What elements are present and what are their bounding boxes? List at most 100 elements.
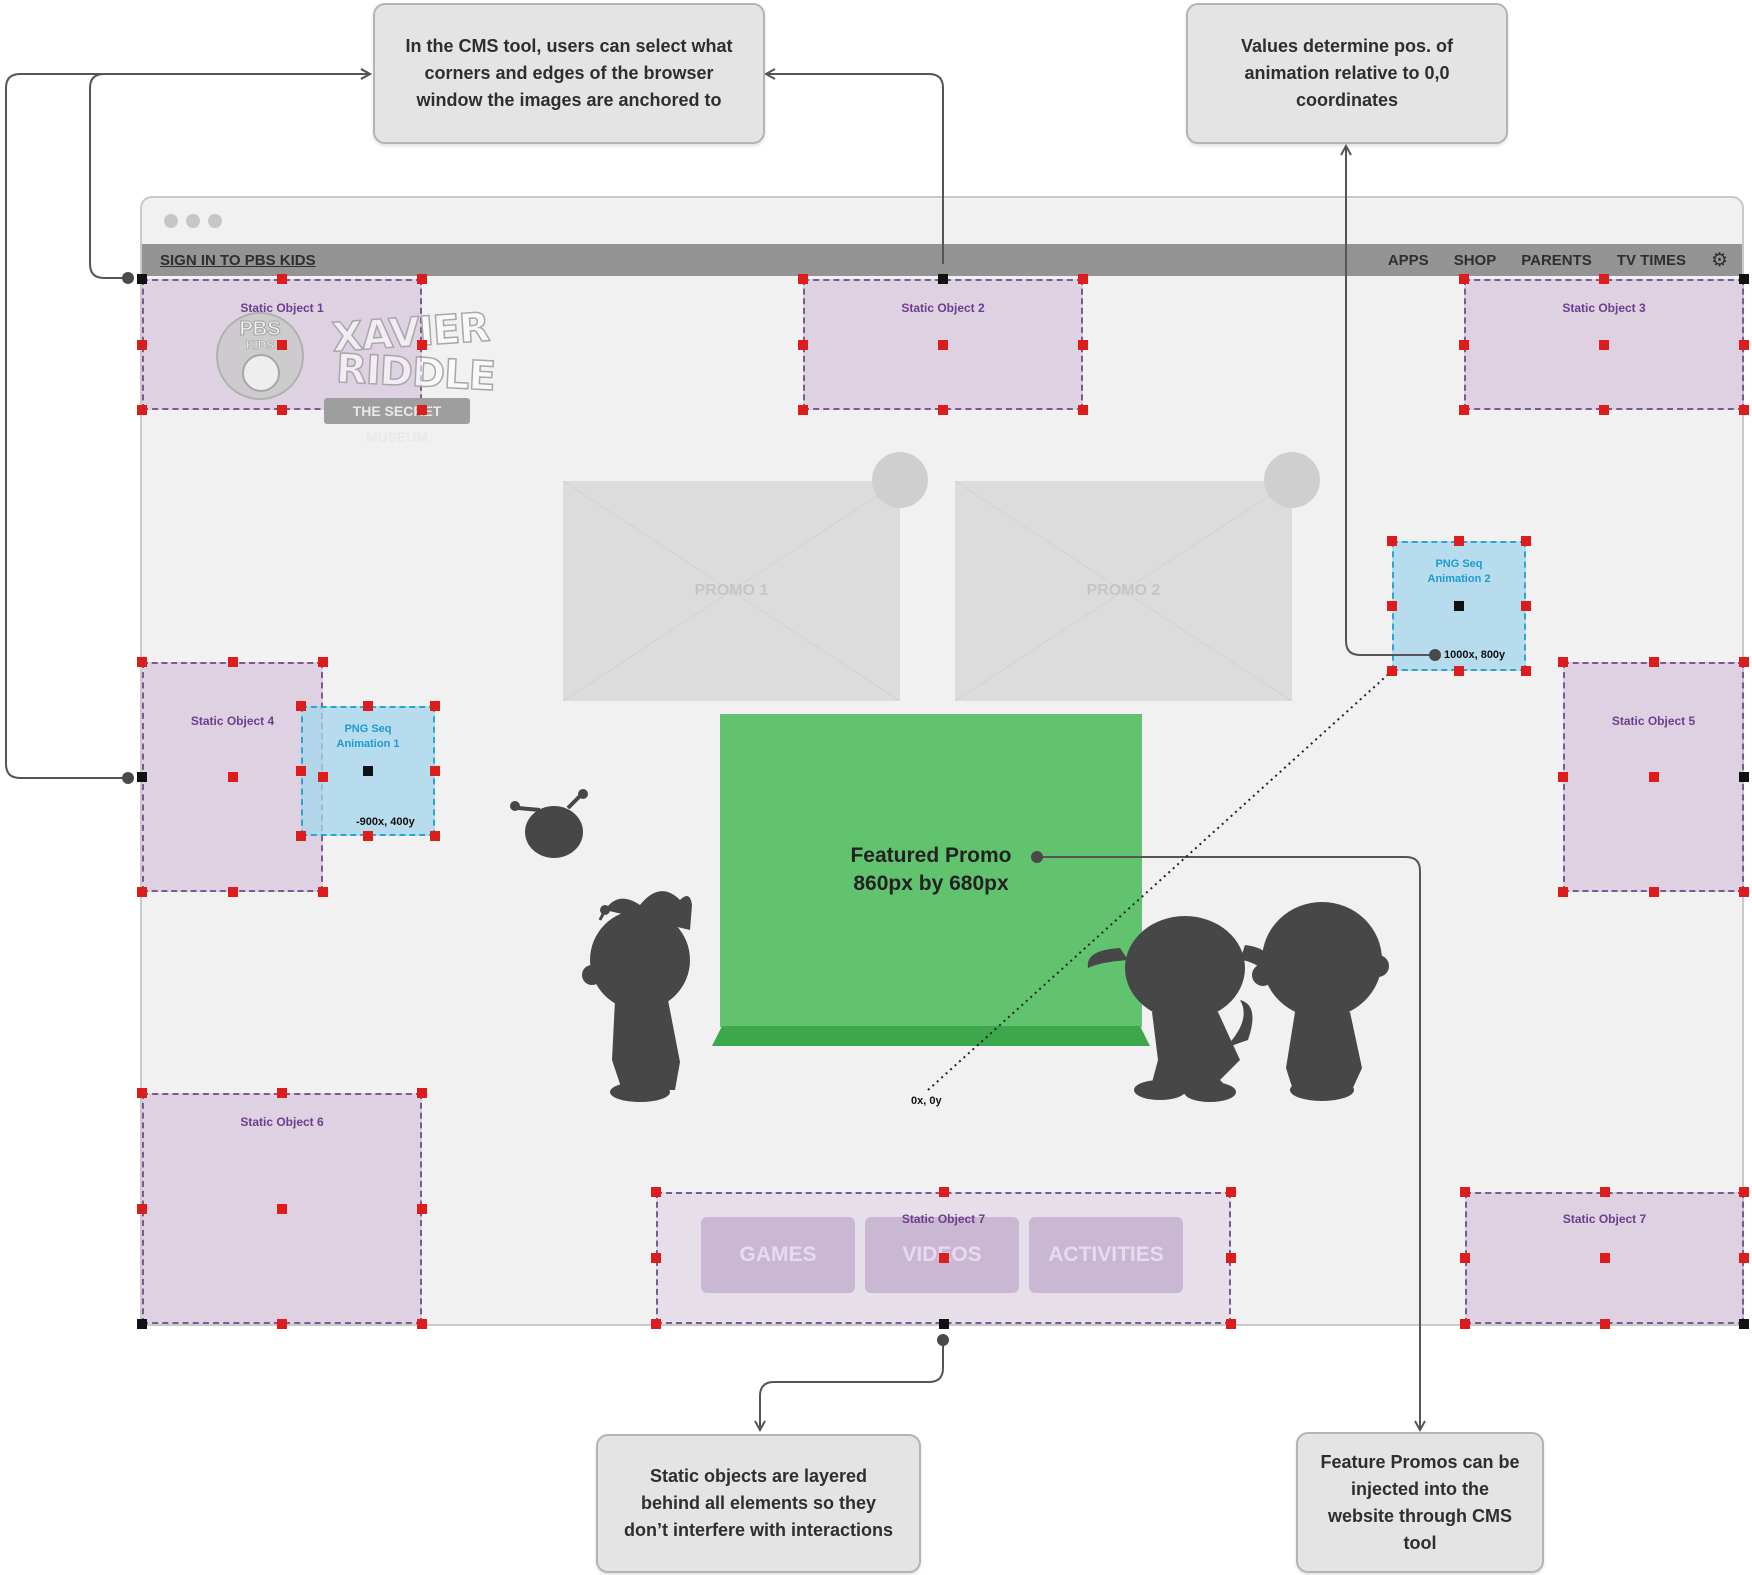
anchor-handle[interactable] <box>137 405 147 415</box>
anchor-handle[interactable] <box>277 1319 287 1329</box>
anchor-handle[interactable] <box>296 701 306 711</box>
anchor-handle[interactable] <box>430 766 440 776</box>
anchor-handle[interactable] <box>318 887 328 897</box>
anchor-handle[interactable] <box>363 766 373 776</box>
nav-apps[interactable]: APPS <box>1387 252 1429 269</box>
anchor-handle[interactable] <box>1739 1319 1749 1329</box>
anchor-handle[interactable] <box>1739 339 1749 350</box>
anchor-handle[interactable] <box>417 1319 427 1329</box>
anchor-handle[interactable] <box>1454 666 1464 676</box>
promo-1[interactable]: PROMO 1 <box>563 481 900 701</box>
anchor-handle[interactable] <box>277 1203 287 1214</box>
anchor-handle[interactable] <box>1739 405 1749 415</box>
anchor-handle[interactable] <box>137 339 147 350</box>
anchor-handle[interactable] <box>1078 405 1088 415</box>
anchor-handle[interactable] <box>938 339 948 350</box>
anchor-handle[interactable] <box>1387 666 1397 676</box>
anchor-handle[interactable] <box>1599 405 1609 415</box>
anchor-handle[interactable] <box>938 274 948 284</box>
anchor-handle[interactable] <box>1521 601 1531 611</box>
anchor-handle[interactable] <box>1739 274 1749 284</box>
anchor-handle[interactable] <box>137 274 147 284</box>
anchor-handle[interactable] <box>430 701 440 711</box>
anchor-handle[interactable] <box>417 1203 427 1214</box>
anchor-handle[interactable] <box>1599 1187 1610 1197</box>
anchor-handle[interactable] <box>296 766 306 776</box>
nav-parents[interactable]: PARENTS <box>1521 252 1592 269</box>
anchor-handle[interactable] <box>137 887 147 897</box>
anchor-handle[interactable] <box>1226 1187 1236 1197</box>
anchor-handle[interactable] <box>417 339 427 350</box>
anchor-handle[interactable] <box>277 405 287 415</box>
anchor-handle[interactable] <box>798 274 808 284</box>
anchor-handle[interactable] <box>137 1203 147 1214</box>
anchor-handle[interactable] <box>277 274 287 284</box>
anchor-handle[interactable] <box>417 405 427 415</box>
anchor-handle[interactable] <box>1739 1253 1749 1263</box>
sign-in-link[interactable]: SIGN IN TO PBS KIDS <box>160 252 316 269</box>
anchor-handle[interactable] <box>798 405 808 415</box>
anchor-handle[interactable] <box>798 339 808 350</box>
anchor-handle[interactable] <box>417 1088 427 1098</box>
anchor-handle[interactable] <box>1460 1187 1470 1197</box>
anchor-handle[interactable] <box>1226 1253 1236 1263</box>
anchor-handle[interactable] <box>1599 1253 1610 1263</box>
anchor-handle[interactable] <box>1078 339 1088 350</box>
anchor-handle[interactable] <box>1648 772 1659 782</box>
anchor-handle[interactable] <box>296 831 306 841</box>
anchor-handle[interactable] <box>651 1319 661 1329</box>
anchor-handle[interactable] <box>1387 601 1397 611</box>
anchor-handle[interactable] <box>277 339 287 350</box>
anchor-handle[interactable] <box>137 1319 147 1329</box>
anchor-handle[interactable] <box>227 657 238 667</box>
anchor-handle[interactable] <box>363 831 373 841</box>
anchor-handle[interactable] <box>277 1088 287 1098</box>
anchor-handle[interactable] <box>651 1187 661 1197</box>
anchor-handle[interactable] <box>1739 772 1749 782</box>
anchor-handle[interactable] <box>1739 657 1749 667</box>
anchor-handle[interactable] <box>1599 274 1609 284</box>
anchor-handle[interactable] <box>318 772 328 782</box>
gear-icon[interactable]: ⚙ <box>1710 250 1728 271</box>
anchor-handle[interactable] <box>1226 1319 1236 1329</box>
anchor-handle[interactable] <box>1558 887 1568 897</box>
anchor-handle[interactable] <box>1521 536 1531 546</box>
anchor-handle[interactable] <box>1459 405 1469 415</box>
anchor-handle[interactable] <box>1558 657 1568 667</box>
anchor-handle[interactable] <box>1739 887 1749 897</box>
anchor-handle[interactable] <box>363 701 373 711</box>
nav-tv-times[interactable]: TV TIMES <box>1616 252 1686 269</box>
anchor-handle[interactable] <box>417 274 427 284</box>
anchor-handle[interactable] <box>1459 274 1469 284</box>
anchor-handle[interactable] <box>137 772 147 782</box>
anchor-handle[interactable] <box>938 1187 949 1197</box>
featured-promo[interactable]: Featured Promo 860px by 680px <box>720 714 1142 1027</box>
anchor-handle[interactable] <box>938 405 948 415</box>
anchor-handle[interactable] <box>938 1319 949 1329</box>
games-button[interactable]: GAMES <box>701 1217 855 1293</box>
anchor-handle[interactable] <box>1599 339 1609 350</box>
anchor-handle[interactable] <box>227 772 238 782</box>
anchor-handle[interactable] <box>938 1253 949 1263</box>
anchor-handle[interactable] <box>227 887 238 897</box>
anchor-handle[interactable] <box>1599 1319 1610 1329</box>
anchor-handle[interactable] <box>1387 536 1397 546</box>
anchor-handle[interactable] <box>430 831 440 841</box>
promo-2[interactable]: PROMO 2 <box>955 481 1292 701</box>
anchor-handle[interactable] <box>1460 1253 1470 1263</box>
anchor-handle[interactable] <box>137 657 147 667</box>
anchor-handle[interactable] <box>1454 601 1464 611</box>
anchor-handle[interactable] <box>137 1088 147 1098</box>
anchor-handle[interactable] <box>1648 657 1659 667</box>
anchor-handle[interactable] <box>1739 1187 1749 1197</box>
anchor-handle[interactable] <box>651 1253 661 1263</box>
anchor-handle[interactable] <box>1521 666 1531 676</box>
anchor-handle[interactable] <box>1648 887 1659 897</box>
activities-button[interactable]: ACTIVITIES <box>1029 1217 1183 1293</box>
anchor-handle[interactable] <box>1558 772 1568 782</box>
anchor-handle[interactable] <box>1460 1319 1470 1329</box>
anchor-handle[interactable] <box>1078 274 1088 284</box>
anchor-handle[interactable] <box>1454 536 1464 546</box>
anchor-handle[interactable] <box>318 657 328 667</box>
anchor-handle[interactable] <box>1459 339 1469 350</box>
